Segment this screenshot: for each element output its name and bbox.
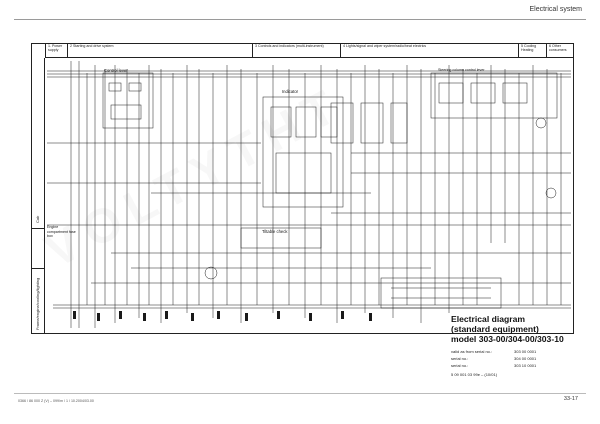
- side-strip: Cab Frame/engine/cooling/lighting: [31, 58, 45, 334]
- section-header: 1. Power supply 2 Starting and drive sys…: [45, 43, 574, 58]
- footer-rule: [14, 393, 586, 394]
- tiltable-check-label: Tiltable check: [262, 229, 288, 234]
- page-number: 33-17: [563, 396, 578, 402]
- section-power-supply: 1. Power supply: [45, 43, 67, 57]
- diagram-frame: [31, 43, 574, 334]
- section-starting-drive: 2 Starting and drive system: [67, 43, 252, 57]
- meta-row: valid as from serial no.: 303 00 0001: [451, 349, 591, 356]
- page-header-title: Electrical system: [529, 6, 582, 13]
- footer-document-code: 0366 / 86 000 Z (V) – 099/m / 1 / 10.200…: [18, 399, 94, 403]
- section-cooling-heating: 5 Cooling Heating: [518, 43, 546, 57]
- title-line-2: (standard equipment): [451, 324, 539, 334]
- steering-column-label: Steering column control lever: [438, 68, 485, 72]
- meta-key: serial no.:: [451, 363, 469, 368]
- page-header-rule: [14, 19, 586, 20]
- section-other-consumers: 6 Other consumers: [546, 43, 574, 57]
- title-block: Electrical diagram (standard equipment) …: [451, 314, 591, 377]
- meta-key: valid as from serial no.:: [451, 349, 493, 354]
- meta-row: serial no.: 303 10 0001: [451, 363, 591, 370]
- strip-divider: [31, 228, 45, 229]
- meta-key: serial no.:: [451, 356, 469, 361]
- control-lever-label: Control lever: [104, 68, 128, 73]
- engine-fuse-label: Engine compartment fuse box: [47, 225, 76, 238]
- strip-label-frame-engine: Frame/engine/cooling/lighting: [35, 277, 40, 330]
- indicator-label: Indicator: [282, 89, 299, 94]
- title-line-1: Electrical diagram: [451, 314, 526, 324]
- meta-value: 304 00 0001: [514, 356, 537, 361]
- wiring-schematic: [47, 61, 571, 328]
- document-reference: 5 09 001 03 99e – (10/01): [451, 372, 498, 377]
- meta-value: 303 10 0001: [514, 363, 537, 368]
- section-controls-indicators: 3 Controls and indicators (multi-instrum…: [252, 43, 340, 57]
- title-line-3: model 303-00/304-00/303-10: [451, 334, 564, 344]
- strip-divider: [31, 268, 45, 269]
- meta-value: 303 00 0001: [514, 349, 537, 354]
- strip-label-cab: Cab: [35, 215, 40, 223]
- meta-row: serial no.: 304 00 0001: [451, 356, 591, 363]
- section-lights-signal: 4 Lights/signal and wiper system/radio/h…: [340, 43, 518, 57]
